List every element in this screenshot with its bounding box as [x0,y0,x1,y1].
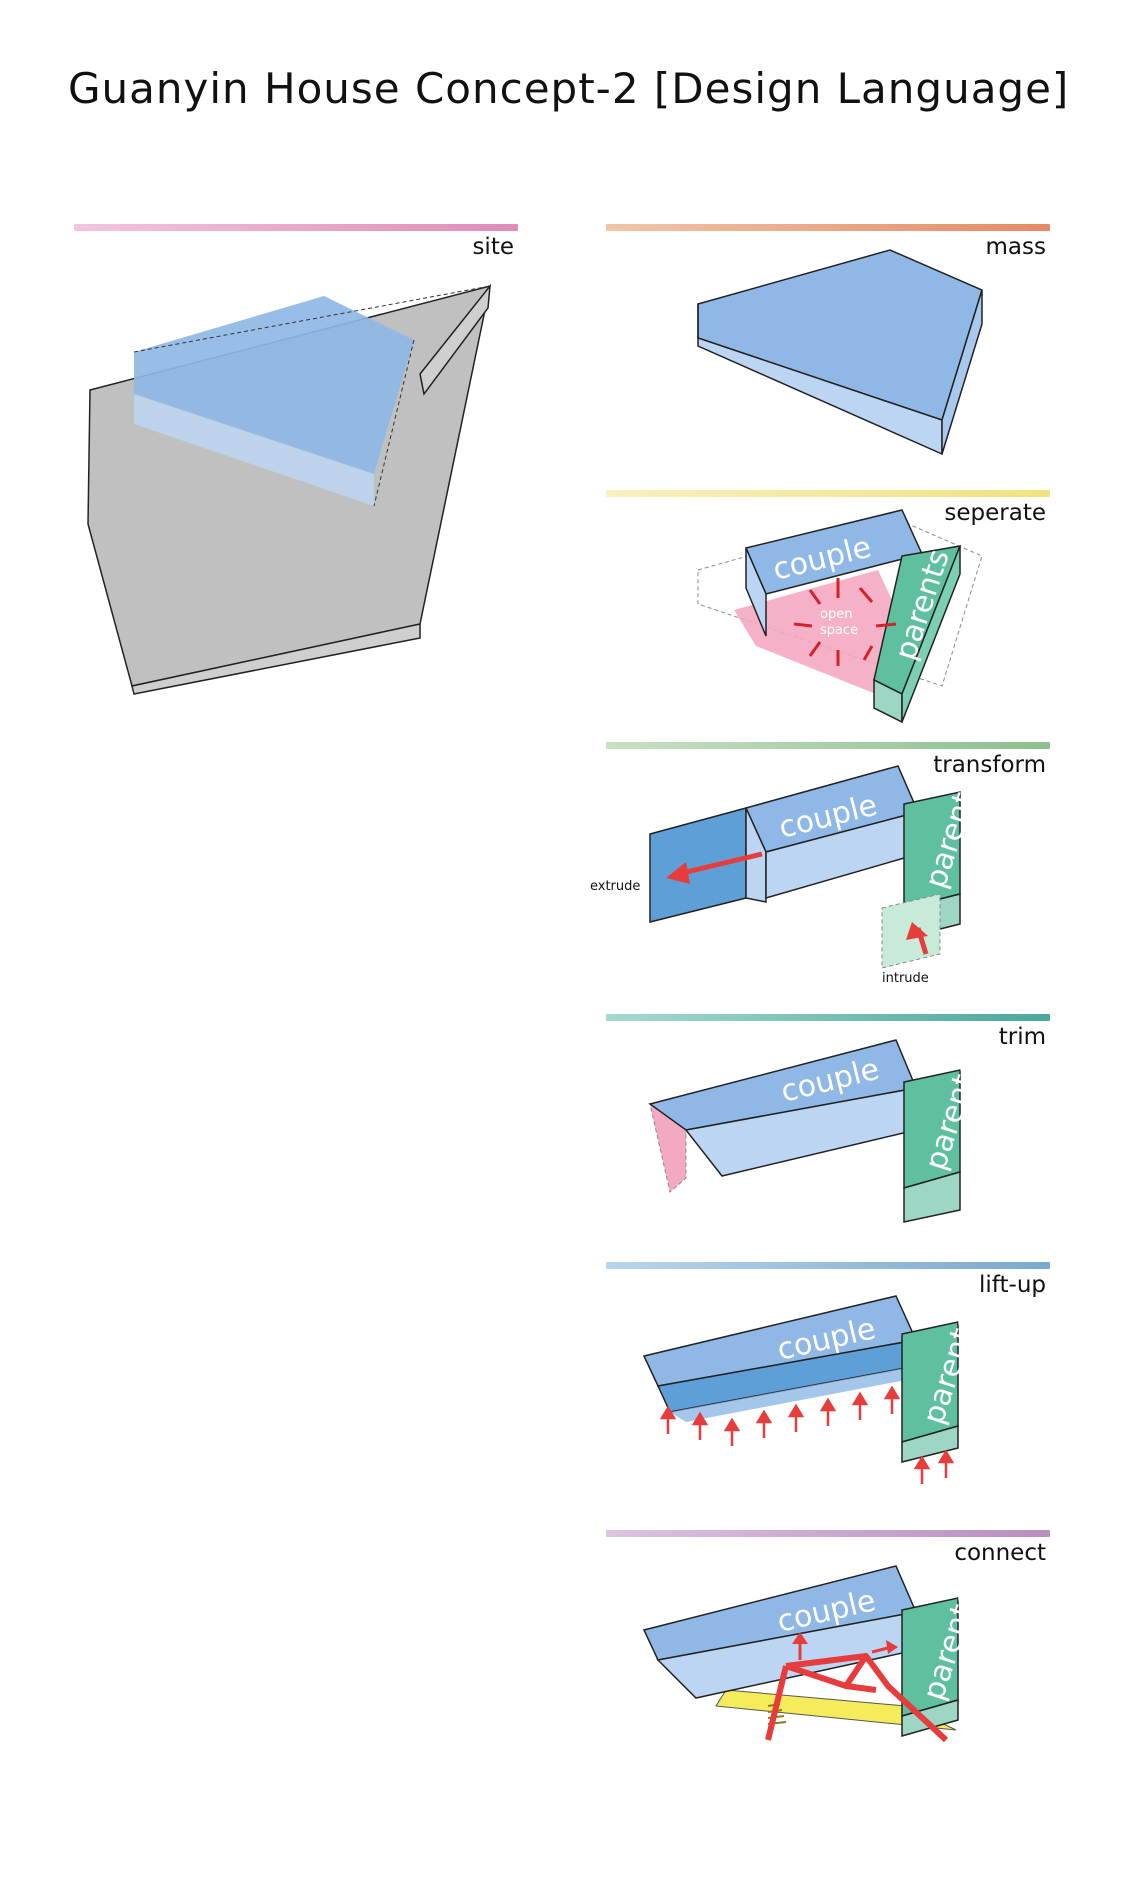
site-hidden-line-2 [373,339,415,507]
extrude-label: extrude [590,879,640,894]
transform-panel: transform couple parents extrude intrude [590,742,1050,1002]
site-bar [74,224,518,231]
mass-bar [606,224,1050,231]
liftup-bar [606,1262,1050,1269]
trim-panel: trim couple parents [606,1014,1050,1244]
liftup-arrows [659,1385,955,1484]
seperate-panel: seperate couple parents open space [606,490,1050,730]
liftup-parents-front [901,1425,959,1463]
page-title: Guanyin House Concept-2 [Design Language… [68,64,1070,113]
mass-label: mass [985,234,1046,260]
intrude-label: intrude [882,971,929,986]
liftup-panel: lift-up couple parents [606,1262,1050,1502]
seperate-label: seperate [944,500,1046,526]
site-label: site [472,234,514,260]
trim-bar [606,1014,1050,1021]
site-hidden-line [133,285,491,353]
connect-parents-front [901,1699,959,1737]
connect-arrow-up-head [792,1632,808,1644]
trim-diagram: couple parents [648,1039,987,1223]
trim-label: trim [998,1024,1046,1050]
connect-path-3 [765,1665,789,1741]
transform-diagram: couple parents extrude intrude [590,765,987,986]
extrude-arrow-line [677,851,763,877]
parents-box-front [901,545,961,723]
site-mass-side [134,394,374,506]
extrude-arrow-head [666,862,690,884]
connect-panel: connect couple parents [606,1530,1050,1790]
seperate-diagram: couple parents open space [697,509,983,724]
seperate-ghost-mass [697,515,983,687]
transform-label: transform [933,752,1046,778]
intrude-arrow-head [906,922,928,940]
connect-path-4 [845,1683,877,1693]
open-space-label-open: open [820,607,852,622]
liftup-diagram: couple parents [642,1295,985,1484]
liftup-label: lift-up [979,1272,1046,1298]
transform-bar [606,742,1050,749]
couple-box-side [745,547,767,637]
connect-arrow-right-line [871,1646,889,1654]
mass-panel: mass [606,224,1050,464]
seperate-bar [606,490,1050,497]
connect-arrow-right-head [886,1640,898,1654]
site-plot-side [131,623,421,695]
mass-diagram [697,249,983,456]
liftup-couple-base [670,1366,916,1422]
connect-path [785,1653,949,1743]
extrude-part-top [649,807,747,923]
mass-side-right [941,289,983,455]
site-panel: site [74,224,518,704]
site-mass-top [134,296,414,474]
open-space-area [734,570,920,694]
trim-parents-front [903,1171,961,1223]
connect-diagram: couple parents [642,1565,985,1743]
connect-label: connect [954,1540,1046,1566]
open-space-rays [793,578,897,666]
site-plot-spike [419,283,491,396]
connect-bar [606,1530,1050,1537]
open-space-label-space: space [820,623,858,638]
site-diagram [87,283,491,695]
